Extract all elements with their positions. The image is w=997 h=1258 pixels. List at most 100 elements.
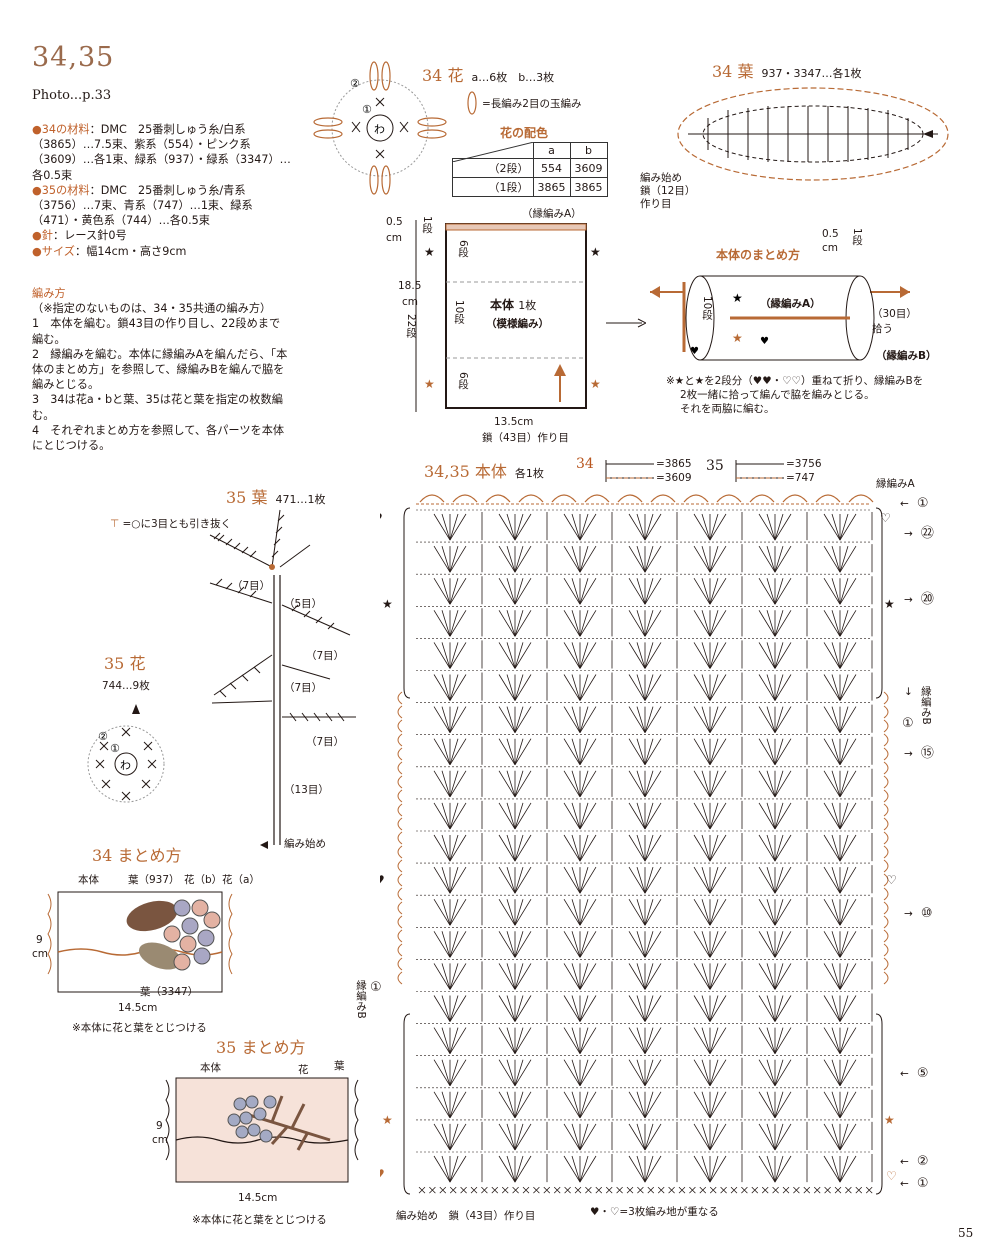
treble-stitch: [628, 1155, 646, 1183]
treble-stitch: [644, 738, 654, 765]
treble-stitch: [774, 738, 792, 766]
assembly-rows-1: 1段: [851, 228, 863, 246]
treble-stitch: [636, 674, 646, 701]
chart-row-1-b: ①: [902, 716, 914, 731]
treble-stitch: [579, 1059, 589, 1086]
treble-stitch: [441, 770, 451, 798]
edging-b-loop: [397, 943, 403, 957]
treble-stitch: [498, 770, 516, 798]
chart-row-2-label: ②: [916, 1154, 929, 1169]
treble-stitch: [514, 1027, 524, 1054]
treble-stitch: [433, 706, 451, 733]
edging-b-loop: [883, 929, 889, 943]
schematic-width: 13.5cm: [494, 416, 534, 428]
treble-stitch: [774, 642, 784, 669]
treble-stitch: [839, 802, 849, 830]
treble-stitch: [839, 1027, 857, 1054]
treble-stitch: [498, 513, 516, 541]
chart-row-15-label: ⑮: [920, 746, 934, 761]
treble-stitch: [709, 738, 727, 766]
treble-stitch: [449, 834, 467, 862]
chart-row-10-label: ⑩: [920, 906, 933, 921]
treble-stitch: [709, 931, 727, 958]
marker-symbol: ★: [884, 1113, 895, 1127]
leaf35-legend: ⊤ =○に3目とも引き抜く: [110, 516, 231, 531]
needle-info: ●針：レース針0号: [32, 228, 292, 243]
treble-stitch: [433, 1123, 451, 1151]
treble-stitch: [441, 578, 451, 605]
sc-stitch: [793, 1186, 800, 1194]
treble-stitch: [693, 931, 711, 958]
treble-stitch: [823, 706, 841, 733]
assembly35-w: 14.5cm: [238, 1192, 278, 1204]
instruction-step: 2 縁編みを編む。本体に縁編みAを編んだら、「本体のまとめ方」を参照して、縁編み…: [32, 347, 288, 392]
treble-stitch: [644, 834, 654, 862]
treble-stitch: [563, 513, 581, 541]
treble-stitch: [839, 866, 857, 894]
treble-stitch: [433, 866, 451, 894]
treble-stitch: [579, 770, 597, 798]
treble-stitch: [433, 834, 451, 862]
treble-stitch: [636, 770, 646, 798]
assembly-dim-05: 0.5: [822, 228, 839, 240]
treble-stitch: [628, 802, 646, 830]
assembly-note-1: ※★と★を2段分（♥♥・♡♡）重ねて折り、縁編みBを: [666, 375, 924, 387]
treble-stitch: [823, 770, 841, 798]
treble-stitch: [571, 738, 581, 765]
treble-stitch: [514, 706, 532, 733]
materials-block: ●34の材料：DMC 25番刺しゅう糸/白系（3865）…7.5束、紫系（554…: [32, 122, 292, 259]
treble-stitch: [774, 931, 792, 958]
treble-stitch: [831, 995, 841, 1022]
treble-stitch: [644, 1059, 654, 1086]
treble-stitch: [636, 866, 646, 894]
treble-stitch: [498, 931, 516, 958]
treble-stitch: [449, 802, 459, 830]
treble-stitch: [644, 802, 662, 830]
treble-stitch: [514, 834, 532, 862]
assembly34-h: 9: [36, 934, 43, 946]
treble-stitch: [693, 802, 711, 830]
treble-stitch: [514, 1059, 532, 1087]
treble-stitch: [701, 1123, 711, 1151]
treble-stitch: [701, 642, 711, 669]
treble-stitch: [766, 899, 776, 926]
treble-stitch: [563, 866, 581, 894]
treble-stitch: [441, 545, 451, 573]
treble-stitch: [774, 674, 792, 701]
treble-stitch: [709, 1123, 719, 1151]
treble-stitch: [831, 1155, 841, 1183]
treble-stitch: [823, 834, 841, 862]
treble-stitch: [839, 706, 849, 733]
treble-stitch: [774, 642, 792, 669]
treble-stitch: [693, 1091, 711, 1119]
treble-stitch: [433, 642, 451, 669]
treble-stitch: [433, 738, 451, 766]
edging-b-loop: [397, 747, 403, 761]
chart-title: 34,35 本体各1枚: [424, 458, 544, 482]
treble-stitch: [709, 1123, 727, 1151]
treble-stitch: [628, 770, 646, 798]
color-table-corner: [452, 142, 534, 159]
leaf35-l7a: （7目）: [232, 580, 271, 592]
treble-stitch: [449, 898, 467, 926]
treble-stitch: [823, 802, 841, 830]
treble-stitch: [514, 513, 524, 541]
flower35-diagram: わ ② ①: [87, 704, 165, 803]
treble-stitch: [514, 931, 532, 958]
treble-stitch: [644, 963, 654, 990]
assembly34-flower-a: 花（a）: [222, 874, 260, 886]
treble-stitch: [709, 577, 727, 605]
color-table-cell: 3865: [569, 177, 608, 197]
sc-stitch: [772, 1186, 779, 1194]
assembly35-note: ※本体に花と葉をとじつける: [192, 1214, 327, 1226]
treble-stitch: [644, 578, 654, 605]
sc-stitch: [709, 1186, 717, 1194]
treble-stitch: [758, 610, 776, 637]
treble-stitch: [644, 706, 654, 733]
treble-stitch: [839, 963, 857, 990]
sc-stitch: [855, 1186, 863, 1194]
treble-stitch: [766, 995, 776, 1022]
chart-row-22: →㉒: [904, 526, 934, 541]
treble-stitch: [709, 770, 727, 798]
